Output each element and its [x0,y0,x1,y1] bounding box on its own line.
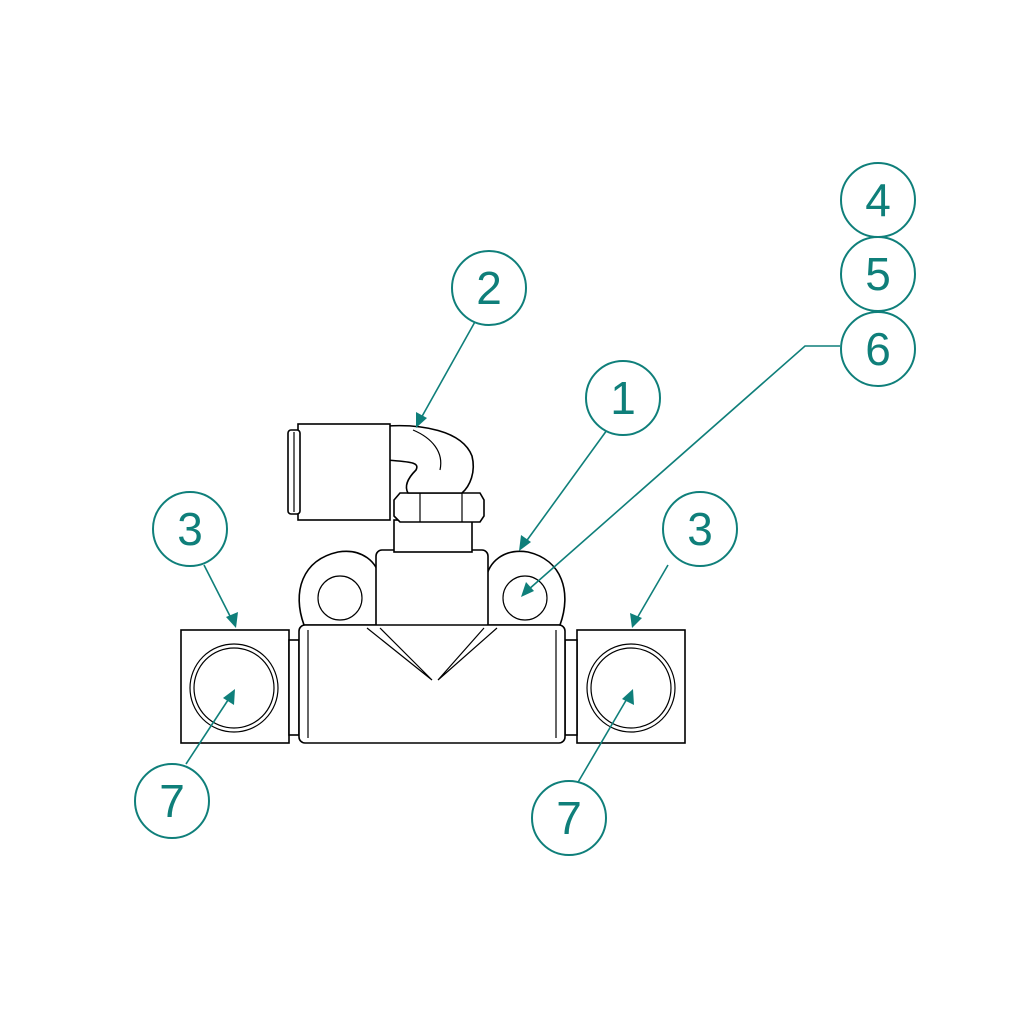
balloon-3-right: 3 [662,491,738,567]
arrowhead-3-left [226,612,238,628]
leader-7-left [185,696,231,765]
balloon-4-label: 4 [865,174,891,226]
leader-2 [419,319,477,421]
arrowhead-1 [519,535,531,551]
balloon-4: 4 [840,162,916,238]
central-boss [375,549,489,631]
balloon-7-right-label: 7 [556,792,582,844]
balloon-3-right-label: 3 [687,503,713,555]
balloon-2-label: 2 [476,262,502,314]
arrowhead-7-left [223,689,235,705]
balloon-7-left-label: 7 [159,775,185,827]
leader-6 [527,345,840,591]
arrowhead-2 [416,412,427,428]
left-collar [288,639,300,736]
balloon-1: 1 [585,360,661,436]
right-collar [564,639,578,736]
right-port-block [576,629,686,744]
balloon-3-left: 3 [152,491,228,567]
balloon-2: 2 [451,250,527,326]
arrowhead-3-right [630,613,642,628]
balloon-6-label: 6 [865,323,891,375]
balloon-3-left-label: 3 [177,503,203,555]
elbow-push-fitting [287,423,485,553]
leader-3-left [203,564,233,621]
balloon-1-label: 1 [610,372,636,424]
tee-fitting-assembly [180,423,686,744]
leader-lines [185,319,840,785]
left-port-block [180,629,290,744]
left-mounting-ear [298,550,381,626]
leader-3-right [635,564,669,621]
balloon-7-left: 7 [134,763,210,839]
arrowhead-6 [521,582,534,597]
leader-1 [524,429,608,544]
leader-7-right [576,696,629,785]
arrowhead-7-right [622,689,634,705]
balloon-5: 5 [840,236,916,312]
balloon-6: 6 [840,311,916,387]
balloon-7-right: 7 [531,780,607,856]
balloon-5-label: 5 [865,248,891,300]
tee-body [298,624,566,744]
